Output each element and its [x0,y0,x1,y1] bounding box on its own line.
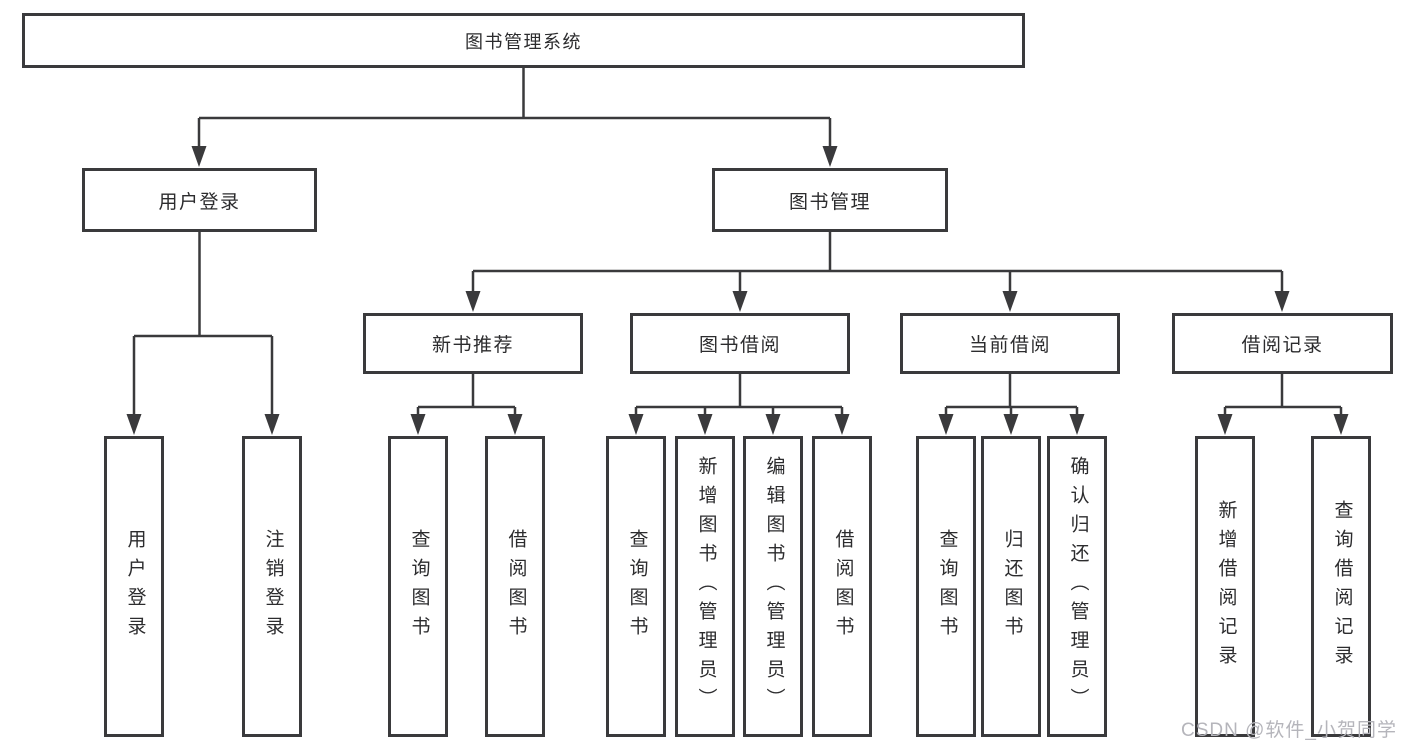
leaf-current-return-books-label: 归还图书 [1001,528,1023,645]
arrowhead-icon [1333,414,1349,435]
node-user-login-label: 用户登录 [158,191,241,213]
leaf-records-add-record: 新增借阅记录 [1195,436,1255,737]
node-root-label: 图书管理系统 [465,31,582,52]
node-book-borrow-label: 图书借阅 [698,335,781,356]
leaf-current-query-books-label: 查询图书 [936,528,958,645]
leaf-newrec-query-books-label: 查询图书 [408,528,430,645]
arrowhead-icon [834,414,850,435]
arrowhead-icon [1003,414,1019,435]
leaf-logout-label: 注销登录 [262,528,284,645]
leaf-user-login: 用户登录 [104,436,164,737]
connector-edges [132,68,1343,418]
node-new-book-recommend-label: 新书推荐 [431,335,514,356]
leaf-records-query-record: 查询借阅记录 [1311,436,1371,737]
arrowhead-icon [264,414,280,435]
arrowhead-icon [1069,414,1085,435]
node-book-borrow: 图书借阅 [630,313,850,374]
leaf-borrow-add-books-admin-label: 新增图书（管理员） [695,456,717,717]
arrowhead-icon [191,146,207,167]
arrowhead-icon [507,414,523,435]
connector-path [197,68,832,150]
connector-path [416,374,517,418]
node-root: 图书管理系统 [22,13,1025,68]
leaf-current-query-books: 查询图书 [916,436,976,737]
connector-path [634,374,844,418]
connector-path [944,374,1079,418]
node-book-management-label: 图书管理 [788,191,871,213]
leaf-borrow-edit-books-admin: 编辑图书（管理员） [743,436,803,737]
node-current-borrow-label: 当前借阅 [968,335,1051,356]
connector-path [1223,374,1343,418]
csdn-watermark: CSDN @软件_小贺同学 [1181,720,1397,741]
leaf-borrow-add-books-admin: 新增图书（管理员） [675,436,735,737]
node-new-book-recommend: 新书推荐 [363,313,583,374]
arrowhead-icon [465,291,481,312]
node-user-login: 用户登录 [82,168,317,232]
leaf-records-add-record-label: 新增借阅记录 [1215,499,1237,674]
leaf-current-confirm-return-admin: 确认归还（管理员） [1047,436,1107,737]
leaf-user-login-label: 用户登录 [124,528,146,645]
arrowhead-icon [410,414,426,435]
arrowhead-icon [126,414,142,435]
leaf-newrec-borrow-books-label: 借阅图书 [505,528,527,645]
leaf-newrec-borrow-books: 借阅图书 [485,436,545,737]
arrowhead-icon [697,414,713,435]
leaf-borrow-query-books: 查询图书 [606,436,666,737]
leaf-records-query-record-label: 查询借阅记录 [1331,499,1353,674]
node-current-borrow: 当前借阅 [900,313,1120,374]
arrowhead-icon [1002,291,1018,312]
arrowhead-icon [822,146,838,167]
arrowhead-icon [938,414,954,435]
leaf-borrow-borrow-books-label: 借阅图书 [832,528,854,645]
node-borrow-records-label: 借阅记录 [1241,335,1324,356]
leaf-borrow-borrow-books: 借阅图书 [812,436,872,737]
arrowhead-icon [628,414,644,435]
leaf-newrec-query-books: 查询图书 [388,436,448,737]
node-borrow-records: 借阅记录 [1172,313,1393,374]
arrowhead-icon [765,414,781,435]
arrowhead-icon [732,291,748,312]
node-book-management: 图书管理 [712,168,948,232]
connector-path [132,232,274,418]
arrowhead-icon [1274,291,1290,312]
arrowheads [126,146,1349,435]
leaf-current-confirm-return-admin-label: 确认归还（管理员） [1067,456,1089,717]
connector-path [471,232,1284,295]
leaf-logout: 注销登录 [242,436,302,737]
arrowhead-icon [1217,414,1233,435]
leaf-borrow-query-books-label: 查询图书 [626,528,648,645]
leaf-borrow-edit-books-admin-label: 编辑图书（管理员） [763,456,785,717]
leaf-current-return-books: 归还图书 [981,436,1041,737]
